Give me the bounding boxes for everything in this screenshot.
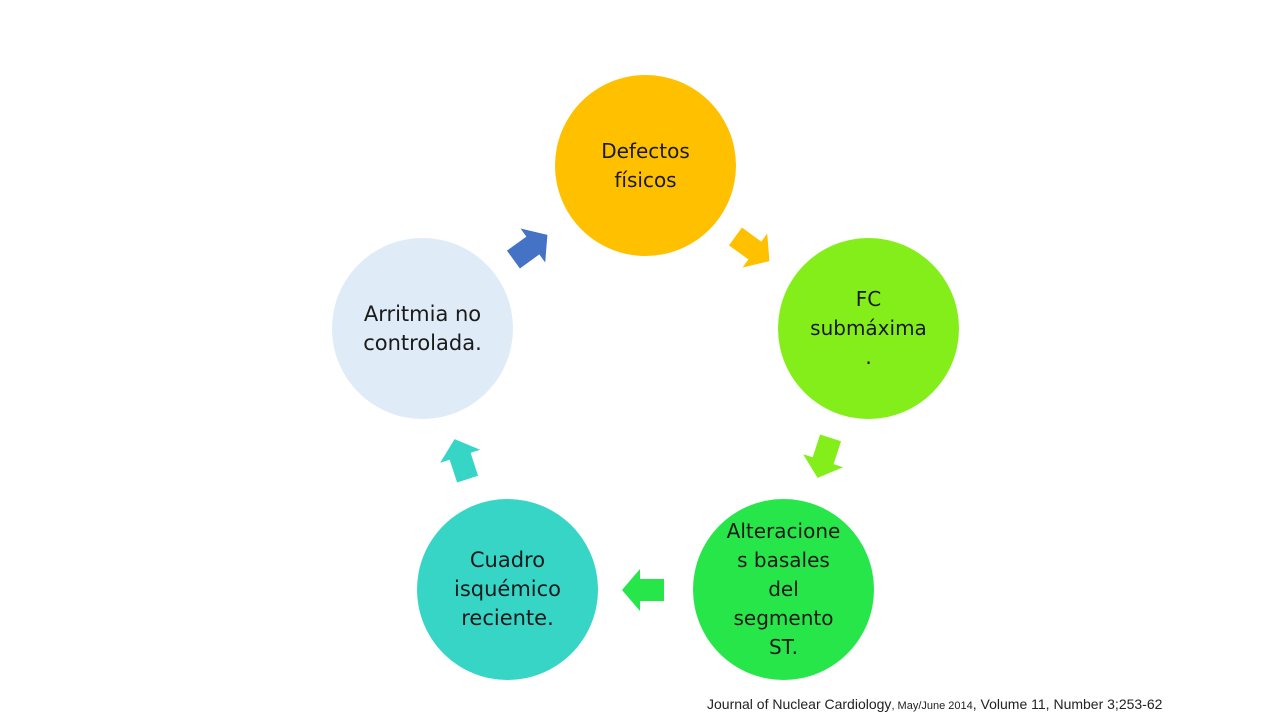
arrow-defectos-to-fc bbox=[728, 227, 770, 268]
node-label: Arritmia no controlada. bbox=[363, 301, 482, 355]
node-label: FC submáxima . bbox=[810, 287, 927, 369]
citation-details: , Volume 11, Number 3;253-62 bbox=[972, 696, 1163, 712]
arrow-fc-to-alteraciones bbox=[803, 434, 844, 478]
citation: Journal of Nuclear Cardiology, May/June … bbox=[707, 696, 1267, 712]
citation-journal: Journal of Nuclear Cardiology bbox=[707, 696, 892, 712]
arrow-alteraciones-to-cuadro bbox=[622, 569, 664, 611]
arrow-cuadro-to-arritmia bbox=[440, 439, 481, 483]
node-cuadro-isquemico: Cuadro isquémico reciente. bbox=[417, 499, 598, 680]
node-arritmia: Arritmia no controlada. bbox=[332, 238, 513, 419]
node-label: Alteracione s basales del segmento ST. bbox=[726, 519, 841, 659]
citation-date: , May/June 2014 bbox=[891, 700, 973, 712]
node-alteraciones-st: Alteracione s basales del segmento ST. bbox=[693, 499, 874, 680]
node-label: Cuadro isquémico reciente. bbox=[453, 548, 562, 630]
node-label: Defectos físicos bbox=[601, 138, 690, 192]
arrow-arritmia-to-defectos bbox=[506, 228, 548, 269]
node-fc-submaxima: FC submáxima . bbox=[778, 238, 959, 419]
node-defectos-fisicos: Defectos físicos bbox=[555, 75, 736, 256]
